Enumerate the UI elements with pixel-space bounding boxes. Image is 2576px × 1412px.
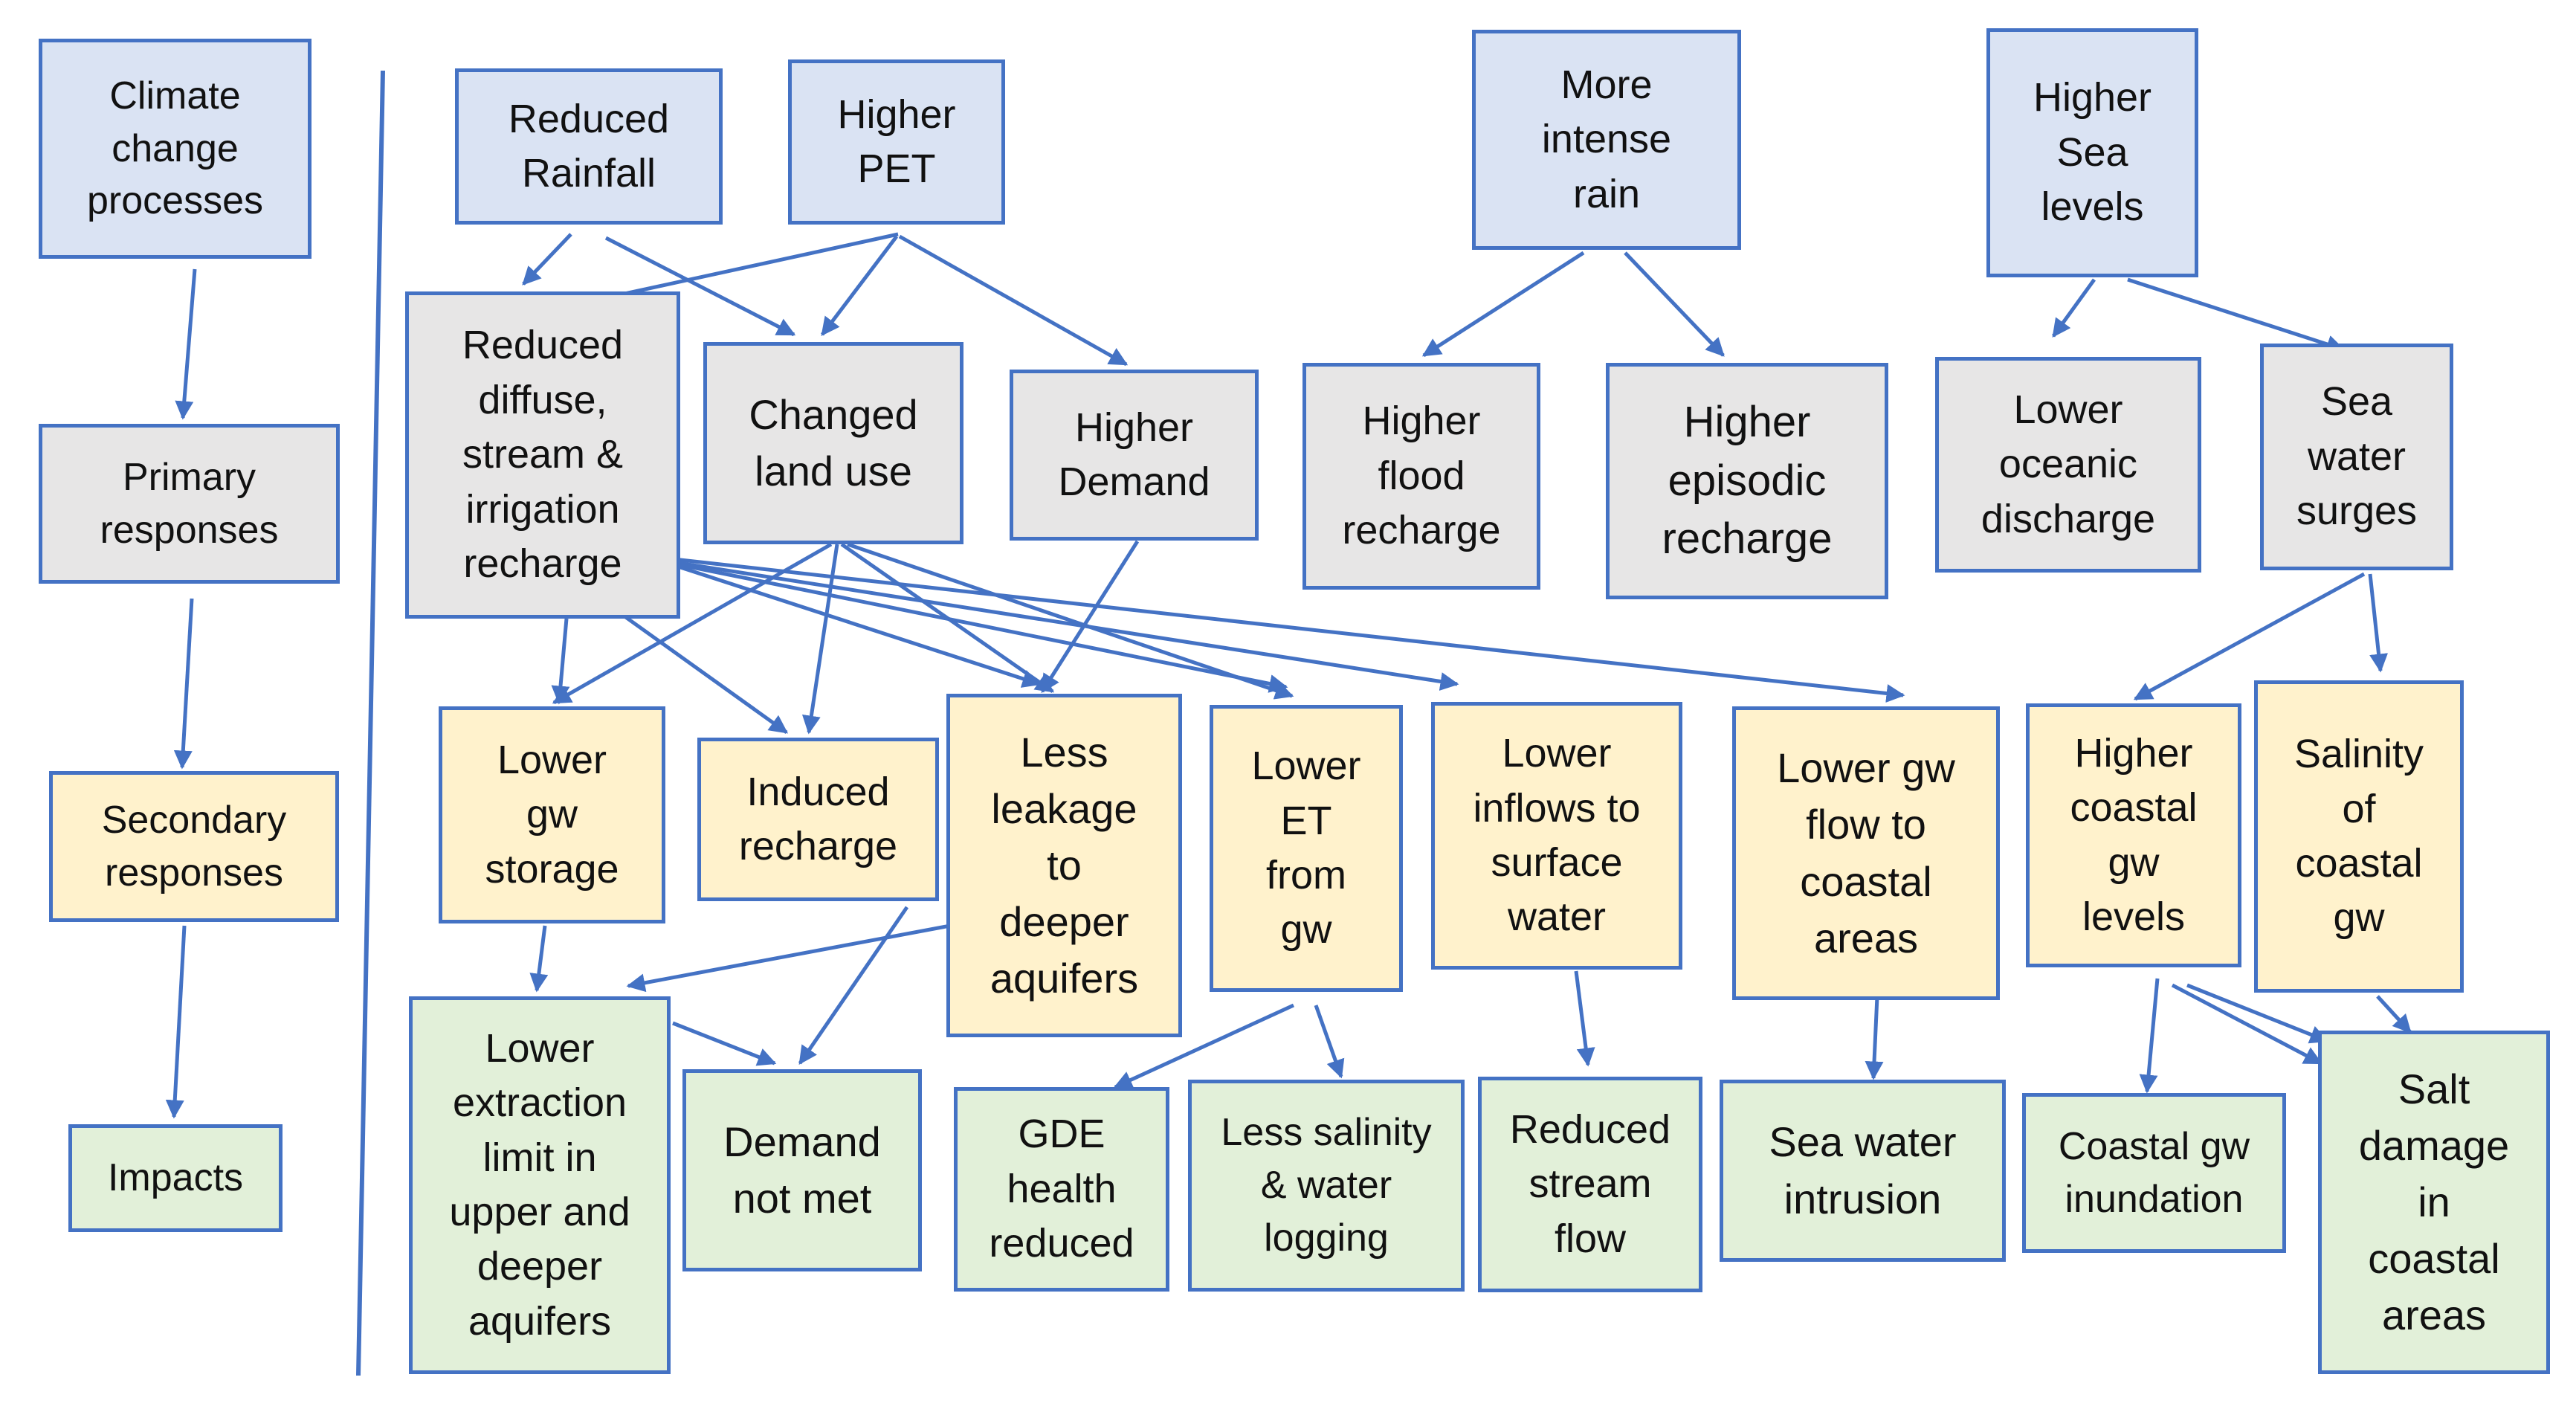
arrow	[798, 906, 909, 1066]
node-lower-extraction-limit: Lower extraction limit in upper and deep…	[409, 996, 671, 1374]
node-higher-demand: Higher Demand	[1010, 370, 1259, 541]
node-induced-recharge: Induced recharge	[697, 738, 939, 901]
higher-coastal-gw-levels-label: Higher coastal gw levels	[2070, 730, 2198, 939]
arrow	[522, 233, 572, 286]
arrow	[673, 563, 1042, 688]
node-lower-gw-flow: Lower gw flow to coastal areas	[1732, 706, 2000, 1000]
arrow	[551, 618, 570, 705]
salt-damage-label: Salt damage in coastal areas	[2358, 1065, 2510, 1339]
arrow	[2376, 995, 2412, 1034]
node-lower-et: Lower ET from gw	[1210, 705, 1403, 992]
arrow	[1040, 540, 1140, 694]
coastal-gw-inundation-label: Coastal gw inundation	[2058, 1124, 2250, 1221]
arrow	[801, 544, 839, 735]
demand-not-met-label: Demand not met	[723, 1118, 881, 1222]
legend-secondary-responses: Secondary responses	[49, 771, 339, 922]
arrow	[175, 268, 197, 420]
legend-secondary-label: Secondary responses	[101, 798, 287, 894]
arrow	[672, 1021, 777, 1066]
arrow	[673, 561, 1288, 693]
node-salt-damage: Salt damage in coastal areas	[2318, 1031, 2550, 1374]
arrow	[821, 235, 898, 336]
reduced-recharge-label: Reduced diffuse, stream & irrigation rec…	[462, 323, 624, 587]
arrow	[1574, 970, 1595, 1067]
legend-primary-responses: Primary responses	[39, 424, 340, 584]
reduced-rainfall-label: Reduced Rainfall	[508, 96, 670, 196]
arrow	[840, 542, 1055, 694]
node-reduced-recharge: Reduced diffuse, stream & irrigation rec…	[405, 291, 680, 619]
lower-extraction-limit-label: Lower extraction limit in upper and deep…	[449, 1025, 630, 1344]
lower-oceanic-discharge-label: Lower oceanic discharge	[1981, 387, 2156, 541]
legend-climate-label: Climate change processes	[87, 74, 263, 223]
lower-gw-storage-label: Lower gw storage	[485, 737, 619, 892]
legend-climate-change-processes: Climate change processes	[39, 39, 311, 259]
node-less-leakage: Less leakage to deeper aquifers	[946, 694, 1182, 1037]
node-lower-gw-storage: Lower gw storage	[439, 706, 665, 923]
arrow	[2139, 978, 2160, 1094]
legend-impacts: Impacts	[68, 1124, 283, 1232]
higher-flood-recharge-label: Higher flood recharge	[1342, 399, 1501, 553]
arrow	[1421, 251, 1585, 358]
node-less-salinity-water-logging: Less salinity & water logging	[1188, 1080, 1465, 1292]
legend-impacts-label: Impacts	[107, 1156, 244, 1200]
node-reduced-rainfall: Reduced Rainfall	[455, 68, 723, 225]
arrow	[600, 232, 899, 301]
salinity-coastal-gw-label: Salinity of coastal gw	[2293, 732, 2424, 941]
legend-primary-label: Primary responses	[100, 455, 279, 552]
node-lower-oceanic-discharge: Lower oceanic discharge	[1935, 357, 2201, 573]
node-gde-health-reduced: GDE health reduced	[954, 1087, 1169, 1292]
higher-sea-levels-label: Higher Sea levels	[2033, 75, 2152, 230]
sea-water-surges-label: Sea water surges	[2296, 379, 2418, 534]
arrow	[1624, 251, 1725, 357]
arrow	[1314, 1005, 1345, 1079]
node-higher-flood-recharge: Higher flood recharge	[1302, 363, 1540, 590]
arrow	[2368, 573, 2389, 673]
node-sea-water-surges: Sea water surges	[2260, 344, 2453, 570]
node-higher-episodic-recharge: Higher episodic recharge	[1606, 363, 1888, 599]
legend-divider	[356, 70, 385, 1376]
lower-gw-flow-label: Lower gw flow to coastal areas	[1777, 744, 1955, 961]
node-coastal-gw-inundation: Coastal gw inundation	[2022, 1093, 2286, 1253]
sea-water-intrusion-label: Sea water intrusion	[1769, 1118, 1957, 1222]
higher-episodic-recharge-label: Higher episodic recharge	[1662, 397, 1833, 564]
induced-recharge-label: Induced recharge	[738, 769, 898, 868]
arrow	[2127, 277, 2346, 353]
changed-land-use-label: Changed land use	[749, 390, 918, 494]
node-higher-pet: Higher PET	[788, 59, 1005, 225]
arrow	[2051, 278, 2096, 338]
higher-demand-label: Higher Demand	[1058, 404, 1210, 504]
less-leakage-label: Less leakage to deeper aquifers	[990, 728, 1139, 1002]
node-higher-coastal-gw-levels: Higher coastal gw levels	[2026, 703, 2241, 967]
node-reduced-stream-flow: Reduced stream flow	[1478, 1077, 1702, 1292]
arrow	[847, 542, 1294, 700]
lower-inflows-label: Lower inflows to surface water	[1473, 731, 1641, 940]
node-higher-sea-levels: Higher Sea levels	[1986, 28, 2198, 277]
arrow	[165, 925, 187, 1119]
node-more-intense-rain: More intense rain	[1472, 30, 1741, 250]
less-salinity-water-logging-label: Less salinity & water logging	[1221, 1111, 1432, 1260]
arrow	[173, 598, 194, 770]
arrow	[529, 925, 549, 993]
node-lower-inflows: Lower inflows to surface water	[1431, 702, 1682, 970]
node-demand-not-met: Demand not met	[682, 1069, 922, 1271]
lower-et-label: Lower ET from gw	[1251, 744, 1361, 952]
arrow	[1865, 996, 1884, 1080]
arrow	[626, 923, 951, 993]
higher-pet-label: Higher PET	[837, 91, 956, 191]
arrow	[2186, 983, 2329, 1044]
gde-health-reduced-label: GDE health reduced	[989, 1112, 1134, 1266]
node-salinity-coastal-gw: Salinity of coastal gw	[2254, 680, 2464, 993]
node-sea-water-intrusion: Sea water intrusion	[1720, 1080, 2006, 1262]
node-changed-land-use: Changed land use	[703, 342, 963, 544]
arrow	[2171, 983, 2323, 1066]
more-intense-rain-label: More intense rain	[1541, 62, 1672, 216]
reduced-stream-flow-label: Reduced stream flow	[1509, 1106, 1671, 1261]
